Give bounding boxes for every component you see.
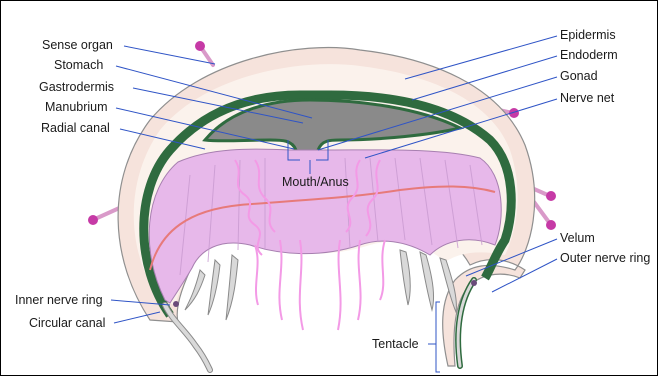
label-stomach: Stomach xyxy=(54,58,103,72)
sense-organ-knob xyxy=(88,215,98,225)
label-mouth-anus: Mouth/Anus xyxy=(282,175,349,189)
label-epidermis: Epidermis xyxy=(560,28,616,42)
label-radial-canal: Radial canal xyxy=(41,121,110,135)
label-outer-nerve-ring: Outer nerve ring xyxy=(560,251,650,265)
label-gonad: Gonad xyxy=(560,69,598,83)
label-velum: Velum xyxy=(560,231,595,245)
outer-nerve-ring-dot xyxy=(471,280,477,286)
label-sense-organ: Sense organ xyxy=(42,38,113,52)
sense-organ-knob xyxy=(195,41,205,51)
inner-nerve-ring-dot xyxy=(173,301,179,307)
sense-organ-knob xyxy=(546,220,556,230)
sense-organ-knob xyxy=(546,191,556,201)
label-circular-canal: Circular canal xyxy=(29,316,105,330)
label-endoderm: Endoderm xyxy=(560,48,618,62)
label-inner-nerve-ring: Inner nerve ring xyxy=(15,293,103,307)
label-gastrodermis: Gastrodermis xyxy=(39,80,114,94)
label-nerve-net: Nerve net xyxy=(560,91,615,105)
label-manubrium: Manubrium xyxy=(45,100,108,114)
label-tentacle: Tentacle xyxy=(372,337,419,351)
